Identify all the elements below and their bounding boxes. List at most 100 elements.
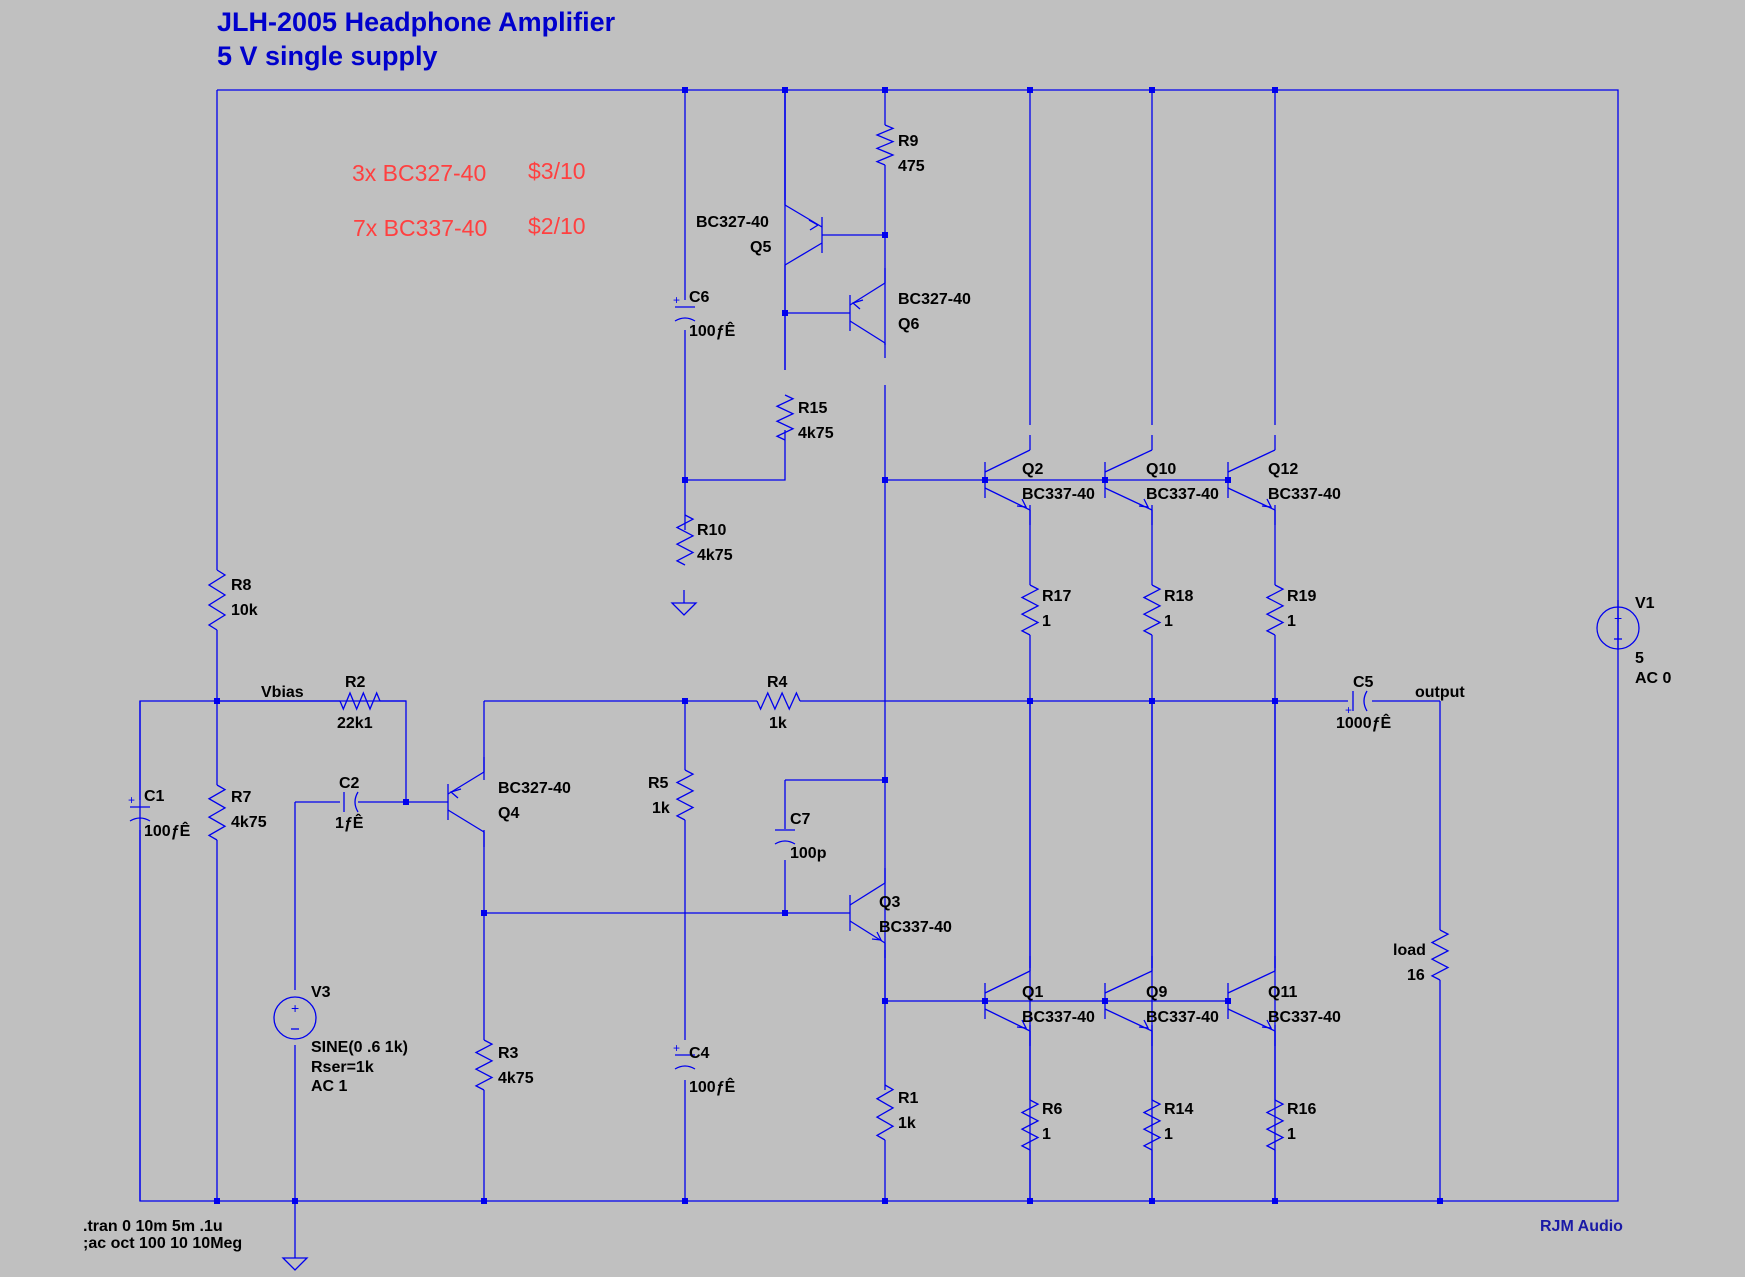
r6-value: 1	[1042, 1126, 1051, 1143]
c5-value: 1000ƒÊ	[1336, 713, 1391, 732]
title-line-1: JLH-2005 Headphone Amplifier	[217, 7, 616, 37]
q12-name: Q12	[1268, 461, 1298, 478]
load-value: 16	[1407, 967, 1425, 984]
r1-name: R1	[898, 1090, 919, 1107]
q5-collector	[784, 242, 823, 266]
r6-symbol	[1020, 1099, 1040, 1151]
junction-dot-33	[1272, 1198, 1278, 1204]
junction-dot-13	[214, 698, 220, 704]
c4-symbol-plate-bottom	[674, 1065, 696, 1070]
v3-circle	[273, 996, 317, 1040]
c2-symbol-plate-right	[354, 791, 359, 813]
q9-collector	[1104, 970, 1153, 994]
v3-value: SINE(0 .6 1k)	[311, 1039, 408, 1056]
r10-name: R10	[697, 522, 726, 539]
note-qty-1: 3x BC327-40	[352, 160, 486, 186]
r19-value: 1	[1287, 613, 1296, 630]
r19-name: R19	[1287, 588, 1316, 605]
v3-plus: +	[291, 1000, 299, 1016]
c6-symbol-plate-bottom	[674, 317, 696, 322]
net-label-vbias: Vbias	[261, 684, 304, 701]
junction-dot-0	[682, 87, 688, 93]
r9-value: 475	[898, 158, 925, 175]
note-price-2: $2/10	[528, 213, 586, 239]
r15-name: R15	[798, 400, 827, 417]
c1-value: 100ƒÊ	[144, 821, 191, 840]
r3-value: 4k75	[498, 1070, 534, 1087]
q10-collector	[1104, 449, 1153, 473]
q1-collector	[984, 970, 1031, 994]
r4-symbol	[756, 691, 801, 711]
r4-value: 1k	[769, 715, 787, 732]
q10-model: BC337-40	[1146, 486, 1219, 503]
q1-model: BC337-40	[1022, 1009, 1095, 1026]
c7-value: 100p	[790, 845, 827, 862]
junction-dot-20	[481, 910, 487, 916]
title-line-2: 5 V single supply	[217, 41, 438, 71]
junction-dot-15	[682, 698, 688, 704]
c4-value: 100ƒÊ	[689, 1077, 736, 1096]
junction-dot-2	[882, 87, 888, 93]
v1-plus: +	[1614, 610, 1622, 626]
q3-name: Q3	[879, 894, 900, 911]
junction-dot-23	[982, 998, 988, 1004]
r17-symbol	[1020, 584, 1040, 636]
c6-symbol-plus: +	[673, 293, 680, 307]
q11-model: BC337-40	[1268, 1009, 1341, 1026]
c1-symbol-plate-bottom	[129, 817, 151, 822]
c5-name: C5	[1353, 674, 1374, 691]
q2-name: Q2	[1022, 461, 1043, 478]
r17-name: R17	[1042, 588, 1071, 605]
q11-name: Q11	[1268, 984, 1297, 1001]
c7-name: C7	[790, 811, 811, 828]
junction-dot-30	[882, 1198, 888, 1204]
r15-symbol	[775, 394, 795, 441]
r7-name: R7	[231, 789, 252, 806]
c7-symbol-plate-bottom	[774, 840, 796, 845]
wire-0	[139, 89, 1619, 1202]
q5-emitter-arrow	[808, 219, 820, 231]
v1-circle	[1596, 606, 1640, 650]
junction-dot-14	[403, 799, 409, 805]
components: ++++++	[128, 90, 1640, 1271]
r1-symbol	[875, 1084, 895, 1141]
q6-name: Q6	[898, 316, 919, 333]
q6-emitter	[849, 282, 886, 306]
junction-dot-19	[882, 777, 888, 783]
junction-dot-7	[782, 310, 788, 316]
junction-dot-17	[1149, 698, 1155, 704]
junction-dot-3	[1027, 87, 1033, 93]
note-price-1: $3/10	[528, 158, 586, 184]
load-symbol	[1430, 929, 1450, 981]
r16-symbol	[1265, 1099, 1285, 1151]
q4-collector	[447, 809, 485, 833]
junction-dot-21	[782, 910, 788, 916]
junction-dot-10	[982, 477, 988, 483]
junction-dot-25	[1225, 998, 1231, 1004]
q3-model: BC337-40	[879, 919, 952, 936]
junction-dot-11	[1102, 477, 1108, 483]
q3-collector	[849, 882, 886, 906]
junction-dot-32	[1149, 1198, 1155, 1204]
junction-dot-29	[682, 1198, 688, 1204]
junction-dot-4	[1149, 87, 1155, 93]
r3-symbol	[474, 1039, 494, 1091]
r8-name: R8	[231, 577, 252, 594]
q9-name: Q9	[1146, 984, 1167, 1001]
directive-ac: ;ac oct 100 10 10Meg	[83, 1235, 242, 1252]
q2-collector	[984, 449, 1031, 473]
r6-name: R6	[1042, 1101, 1063, 1118]
c6-name: C6	[689, 289, 710, 306]
q4-name: Q4	[498, 805, 519, 822]
junction-dots	[214, 87, 1443, 1204]
r5-name: R5	[648, 775, 669, 792]
r5-symbol	[675, 769, 695, 821]
r14-name: R14	[1164, 1101, 1193, 1118]
r19-symbol	[1265, 584, 1285, 636]
r14-symbol	[1142, 1099, 1162, 1151]
q4-model: BC327-40	[498, 780, 571, 797]
junction-dot-34	[1437, 1198, 1443, 1204]
c5-symbol-plate-right	[1363, 690, 1368, 712]
